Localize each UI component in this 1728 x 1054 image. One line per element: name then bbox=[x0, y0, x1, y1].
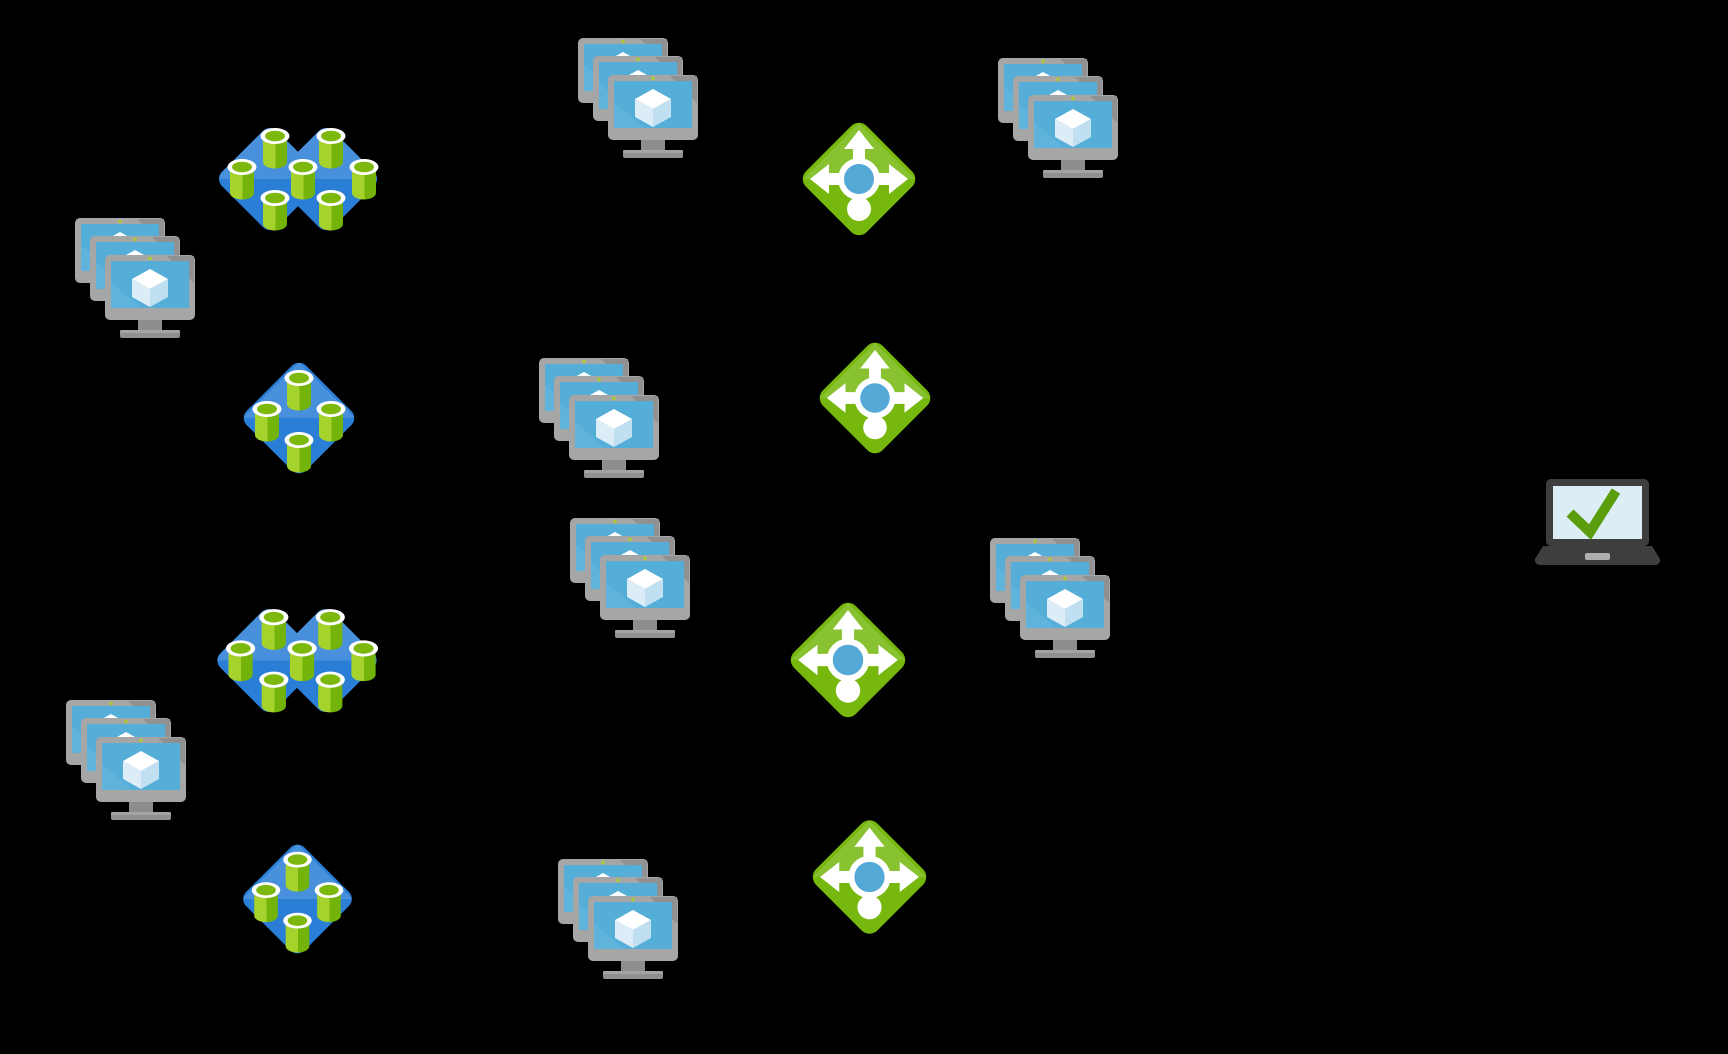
disk-storage-multi-icon bbox=[211, 597, 383, 725]
disk-storage-icon bbox=[239, 356, 359, 480]
vm-scale-set-icon bbox=[75, 218, 197, 340]
load-balancer-icon bbox=[787, 599, 909, 721]
disk-storage-icon bbox=[237, 838, 358, 960]
vm-scale-set-icon bbox=[998, 58, 1120, 180]
vm-scale-set-icon bbox=[66, 700, 188, 822]
vm-scale-set-icon bbox=[558, 858, 680, 982]
load-balancer-icon bbox=[816, 339, 934, 457]
disk-storage-multi-icon bbox=[214, 116, 382, 243]
vm-scale-set-icon bbox=[578, 38, 700, 160]
client-laptop-icon bbox=[1534, 479, 1661, 568]
load-balancer-icon bbox=[809, 816, 930, 938]
vm-scale-set-icon bbox=[570, 518, 692, 640]
vm-scale-set-icon bbox=[539, 358, 661, 480]
load-balancer-icon bbox=[799, 119, 919, 239]
vm-scale-set-icon bbox=[990, 538, 1112, 660]
